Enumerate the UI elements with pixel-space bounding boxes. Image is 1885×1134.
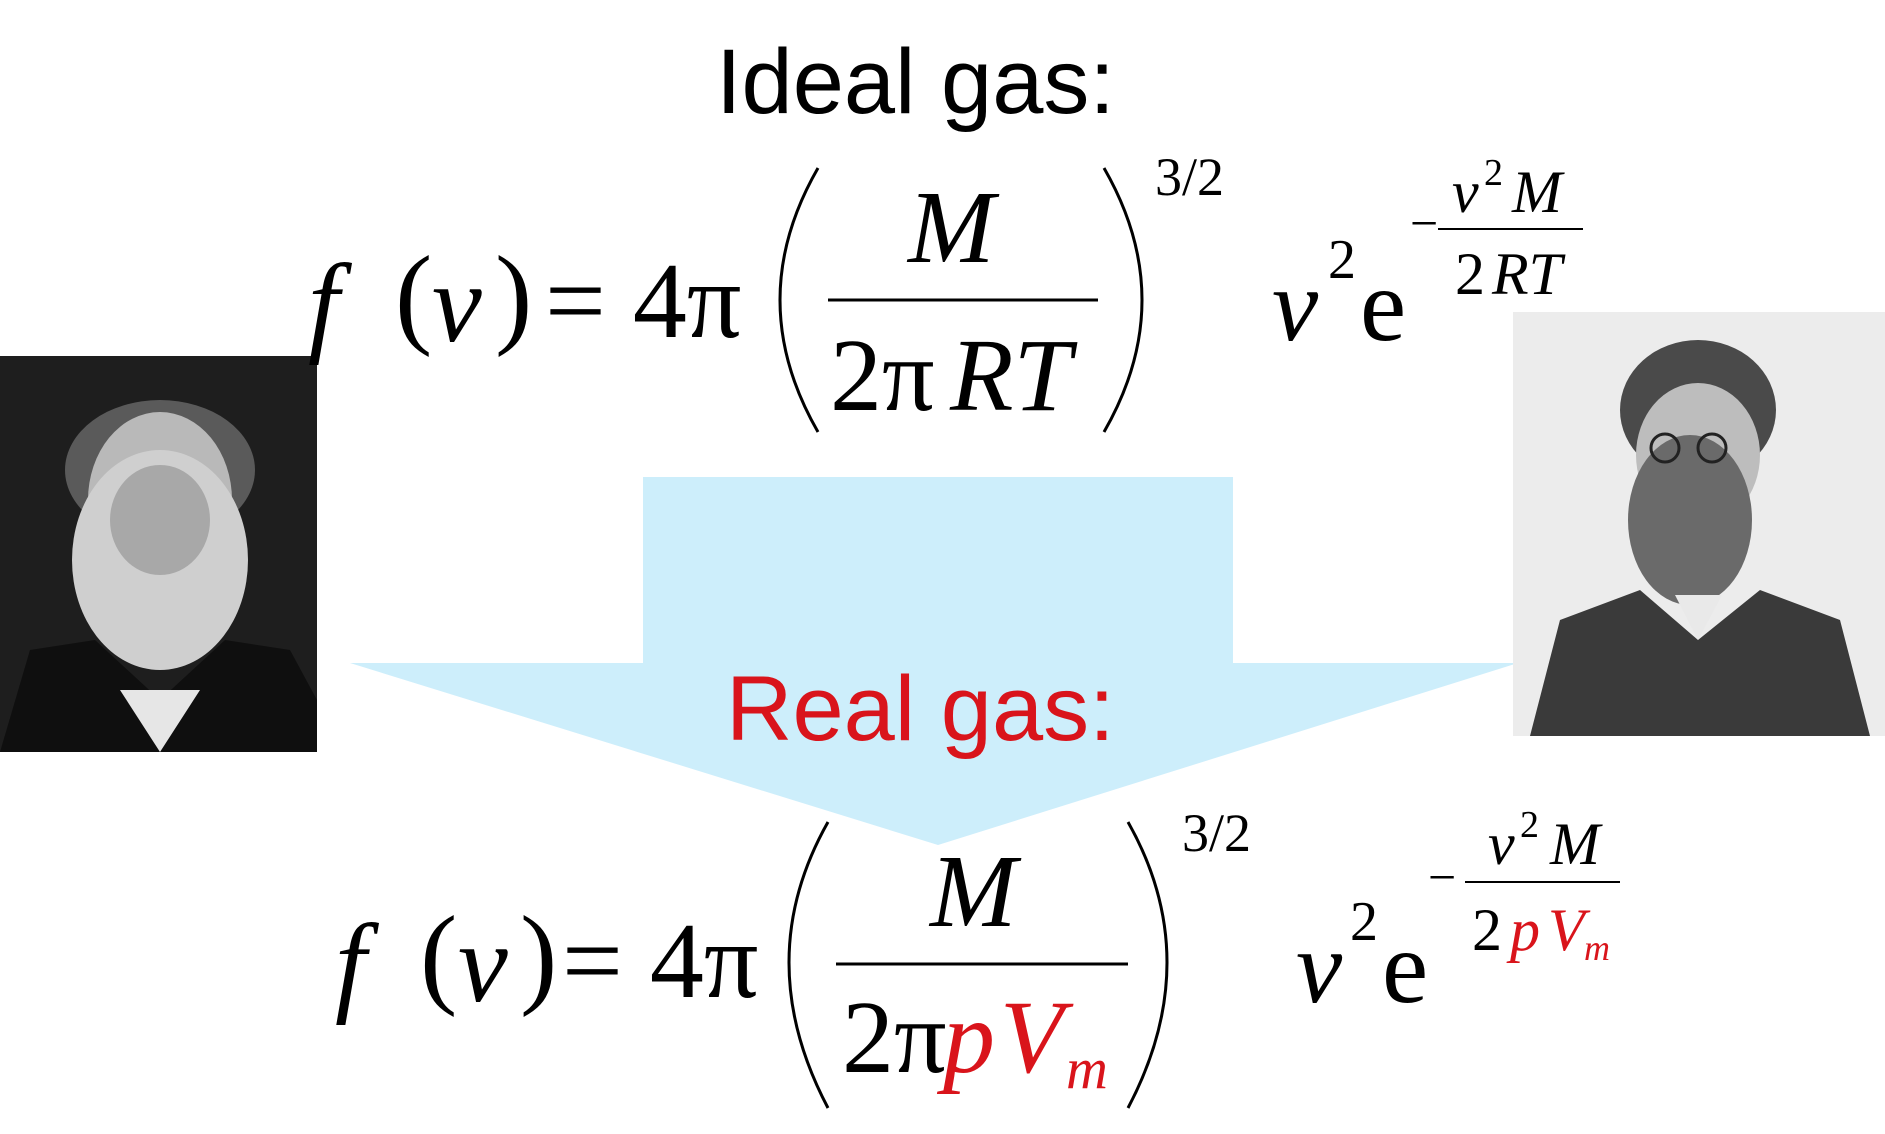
ideal-exp-num-sq: 2 — [1484, 152, 1503, 194]
ideal-f: f — [308, 242, 340, 366]
real-v: v — [458, 902, 508, 1026]
portrait-left — [0, 356, 317, 752]
real-e: e — [1382, 910, 1429, 1025]
ideal-paren-close: ) — [495, 234, 533, 358]
real-denominator-2pi: 2π — [842, 980, 947, 1095]
ideal-v-squared-v: v — [1272, 248, 1319, 363]
real-numerator: M — [930, 834, 1017, 949]
ideal-exp-num-M: M — [1512, 159, 1562, 225]
real-denominator-V: V — [1000, 980, 1064, 1095]
ideal-power: 3/2 — [1155, 147, 1225, 207]
real-exp-num-M: M — [1550, 811, 1600, 877]
real-gas-heading: Real gas: — [726, 658, 1115, 760]
ideal-v-squared-exp: 2 — [1328, 229, 1356, 291]
ideal-exp-den-RT: RT — [1492, 241, 1563, 307]
real-exp-den-2: 2 — [1472, 897, 1502, 963]
real-denominator-p: p — [943, 980, 995, 1095]
real-power: 3/2 — [1182, 803, 1252, 863]
ideal-exp-den-2: 2 — [1455, 241, 1485, 307]
ideal-denominator-2pi: 2π — [830, 318, 935, 433]
ideal-gas-heading: Ideal gas: — [716, 31, 1115, 133]
ideal-numerator: M — [908, 170, 995, 285]
ideal-exp-num-v: v — [1452, 159, 1479, 225]
down-arrow — [350, 477, 1518, 845]
real-exp-den-p: p — [1510, 897, 1540, 963]
ideal-exp-minus: − — [1410, 195, 1439, 251]
real-exp-den-m: m — [1584, 928, 1610, 968]
real-paren-left — [787, 821, 830, 1109]
ideal-paren-open: ( — [395, 234, 433, 358]
real-v-squared-v: v — [1296, 910, 1343, 1025]
ideal-paren-left — [778, 167, 820, 433]
ideal-paren-right — [1102, 167, 1144, 433]
real-exp-num-sq: 2 — [1520, 804, 1539, 846]
ideal-equals-4pi: = 4π — [545, 242, 742, 361]
real-exp-num-v: v — [1488, 811, 1515, 877]
real-v-squared-exp: 2 — [1350, 891, 1378, 953]
ideal-e: e — [1360, 248, 1407, 363]
real-paren-close: ) — [520, 894, 558, 1018]
real-f: f — [335, 902, 367, 1026]
real-equals-4pi: = 4π — [562, 902, 759, 1021]
portrait-right — [1513, 312, 1885, 736]
real-exp-den-V: V — [1548, 897, 1585, 963]
real-paren-right — [1126, 821, 1169, 1109]
real-denominator-m: m — [1066, 1036, 1108, 1101]
ideal-v: v — [432, 242, 482, 366]
real-exp-minus: − — [1428, 849, 1457, 905]
ideal-denominator-RT: RT — [950, 318, 1072, 433]
real-paren-open: ( — [420, 894, 458, 1018]
